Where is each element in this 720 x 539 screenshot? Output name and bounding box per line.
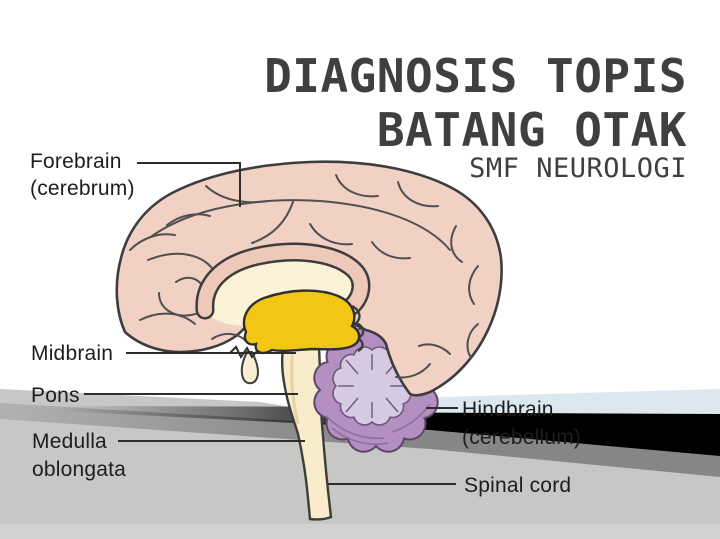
corpus-callosum	[197, 245, 368, 317]
leader-lines	[84, 162, 458, 485]
label-medulla: Medulla oblongata	[32, 428, 126, 484]
label-forebrain-line1: Forebrain	[30, 150, 122, 173]
title-block: DIAGNOSIS TOPIS BATANG OTAK SMF NEUROLOG…	[264, 49, 687, 184]
slide-title-line2: BATANG OTAK	[376, 103, 687, 157]
label-spinal-cord: Spinal cord	[464, 474, 572, 497]
label-medulla-line1: Medulla	[32, 430, 107, 453]
forebrain-leader	[137, 162, 241, 207]
slide-title-line1: DIAGNOSIS TOPIS	[264, 49, 687, 103]
label-medulla-line2: oblongata	[32, 458, 127, 481]
label-forebrain: Forebrain (cerebrum)	[30, 148, 135, 202]
label-pons: Pons	[31, 384, 80, 407]
label-hindbrain-line2: (cerebellum)	[462, 426, 582, 449]
bottom-strip	[0, 524, 720, 539]
cerebellum-folia-lines	[338, 354, 406, 418]
label-midbrain: Midbrain	[31, 342, 114, 365]
brain-illustration	[115, 160, 503, 521]
midbrain-zigzag	[229, 345, 259, 359]
black-band	[60, 406, 720, 456]
thalamus-midbrain	[242, 289, 361, 355]
label-hindbrain-line1: Hindbrain	[462, 398, 554, 421]
label-hindbrain: Hindbrain (cerebellum)	[462, 396, 581, 452]
splenium-curl	[351, 304, 365, 353]
label-forebrain-line2: (cerebrum)	[30, 177, 135, 200]
slide-subtitle: SMF NEUROLOGI	[469, 153, 687, 184]
pituitary-droplet	[240, 351, 260, 385]
